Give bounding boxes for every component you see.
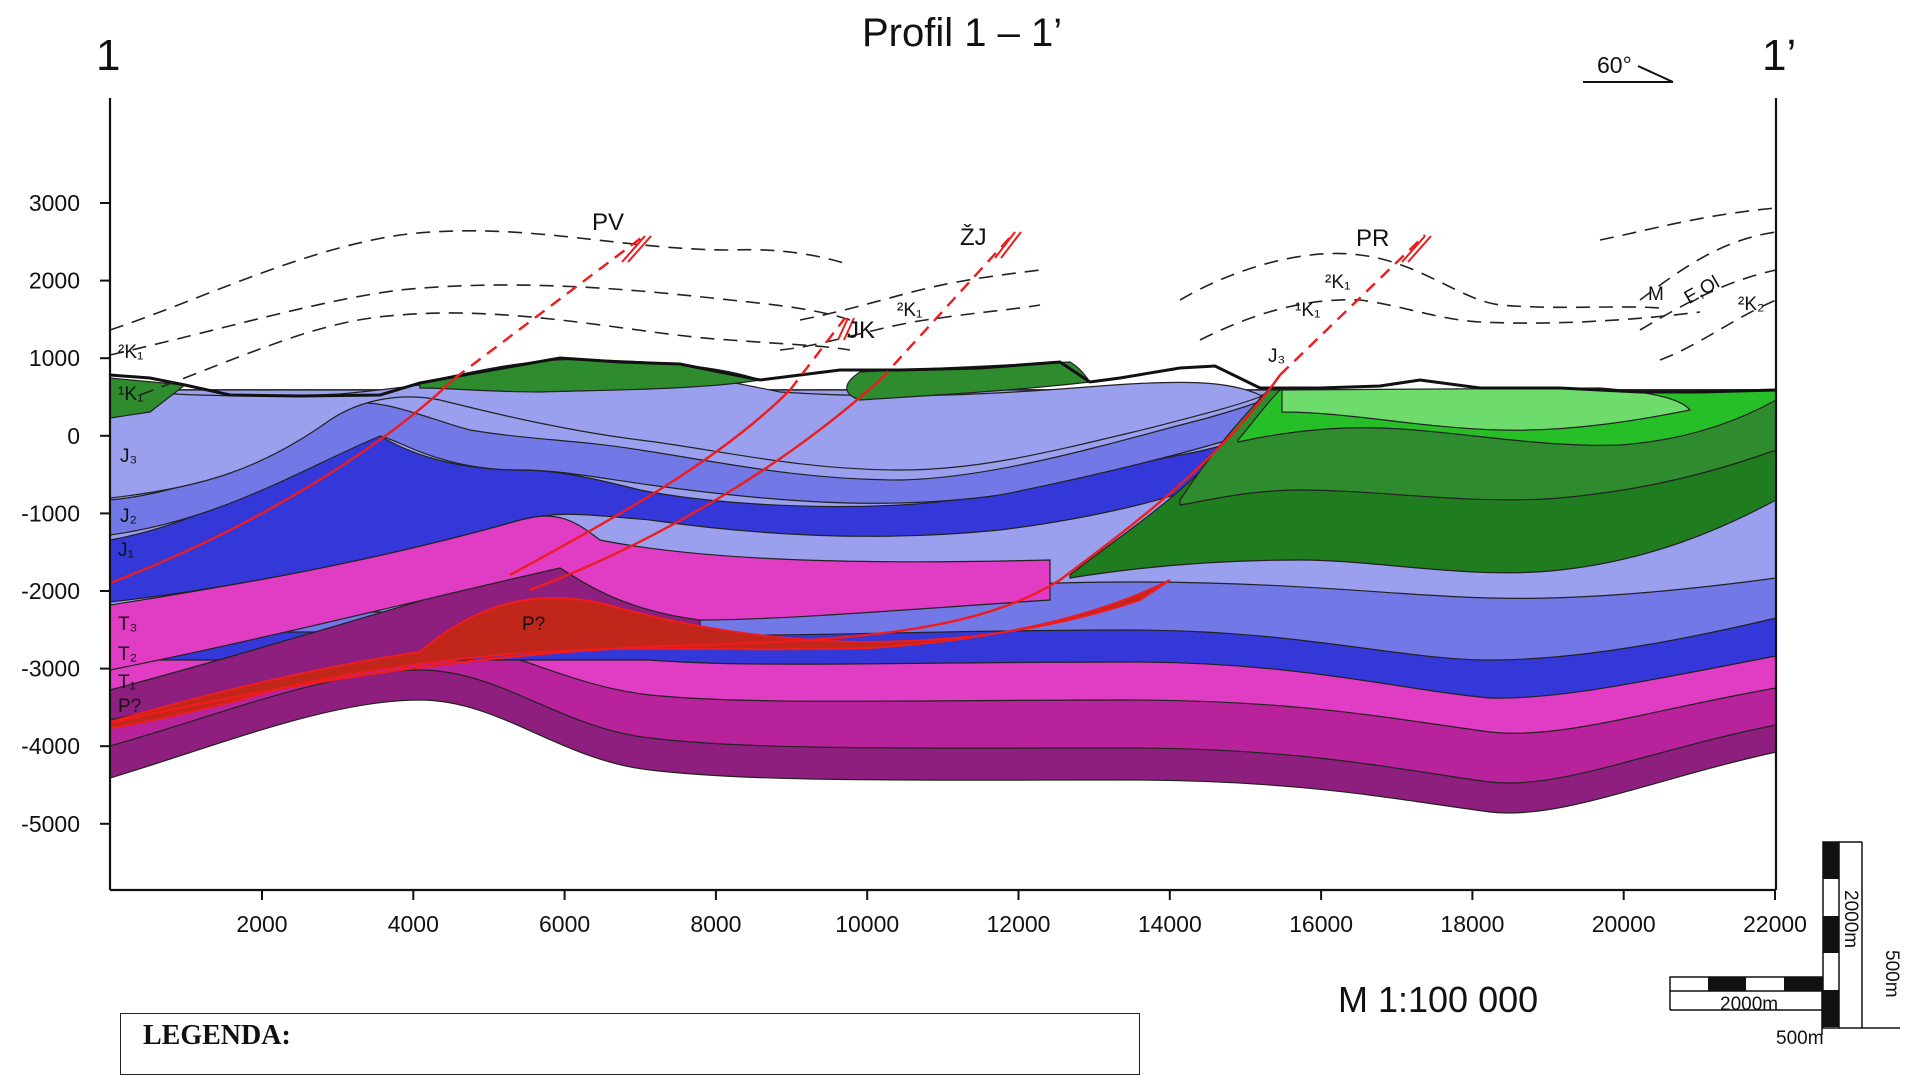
x-tick-label: 2000 (236, 911, 287, 937)
y-tick-label: -4000 (21, 733, 80, 759)
unit-label-j3-right: J₃ (1268, 346, 1285, 367)
fault-pr (109, 374, 1281, 725)
x-tick-label: 12000 (987, 911, 1051, 937)
x-tick-labels: 2000 4000 6000 8000 10000 12000 14000 16000 1800… (236, 911, 1807, 937)
fault-pr-dashed (1279, 234, 1426, 376)
x-tick-label: 14000 (1138, 911, 1202, 937)
dip-indicator: 60° (1583, 52, 1674, 83)
fault-label-jk: JK (847, 317, 875, 344)
profile-start-label: 1 (96, 31, 120, 80)
y-tick-label: -1000 (21, 500, 80, 526)
unit-label-t2-left: T₂ (118, 644, 137, 665)
unit-label-k1-left: ¹K₁ (118, 384, 143, 405)
layer-j2-left (109, 399, 1266, 536)
unit-label-k2-left: ²K₁ (118, 342, 143, 363)
fault-label-pr: PR (1356, 225, 1389, 252)
horizontal-scale-500-label: 500m (1776, 1028, 1824, 1047)
profile-title: Profil 1 – 1’ (862, 11, 1062, 55)
topographic-surface (109, 356, 1777, 398)
x-tick-marks (261, 890, 1776, 900)
unit-label-k2-mid: ²K₁ (897, 300, 922, 321)
map-scale-text: M 1:100 000 (1338, 979, 1538, 1020)
x-tick-label: 18000 (1440, 911, 1504, 937)
y-tick-marks (100, 202, 110, 825)
layer-j1-left (109, 428, 1262, 603)
unit-label-eol: E,Ol (1681, 272, 1724, 309)
x-tick-label: 6000 (539, 911, 590, 937)
fault-jk-dashed (789, 317, 846, 391)
y-tick-label: -3000 (21, 656, 80, 682)
unit-label-t1-left: T₁ (118, 672, 136, 693)
unit-label-k2-right: ²K₁ (1325, 272, 1350, 293)
x-tick-label: 22000 (1743, 911, 1807, 937)
legend-box: LEGENDA: (120, 1013, 1140, 1075)
y-tick-label: 3000 (29, 190, 80, 216)
x-tick-label: 16000 (1289, 911, 1353, 937)
fault-label-zj: ŽJ (960, 224, 987, 251)
horizontal-scale-2000-label: 2000m (1720, 994, 1778, 1015)
y-tick-label: -5000 (21, 811, 80, 837)
unit-label-p-left: P? (118, 696, 141, 717)
x-tick-label: 10000 (835, 911, 899, 937)
fault-arrows (621, 231, 1432, 341)
fault-pv-dashed (454, 234, 646, 379)
y-tick-label: 1000 (29, 345, 80, 371)
unit-label-t3-left: T₃ (118, 614, 137, 635)
layer-permian (109, 579, 1171, 730)
unit-label-j3-left: J₃ (120, 446, 137, 467)
x-tick-label: 20000 (1592, 911, 1656, 937)
vertical-scale-2000-label: 2000m (1840, 890, 1861, 948)
vertical-scale-500-label: 500m (1881, 950, 1902, 998)
unit-label-k1-right: ¹K₁ (1295, 300, 1320, 321)
fault-zj (529, 379, 881, 592)
horizontal-scale-bar: 2000m 500m (1669, 976, 1824, 1047)
unit-label-j1-left: J₁ (118, 540, 134, 561)
y-tick-label: 0 (67, 423, 80, 449)
fault-label-pv: PV (592, 209, 624, 236)
profile-end-label: 1’ (1762, 31, 1796, 80)
fault-zj-dashed (879, 231, 1016, 381)
eroded-strata-lines (109, 207, 1777, 396)
unit-label-m: M (1648, 284, 1664, 305)
y-tick-label: 2000 (29, 268, 80, 294)
unit-label-k2-upper: ²K₂ (1738, 294, 1764, 315)
x-tick-label: 4000 (388, 911, 439, 937)
fault-pv (109, 377, 456, 585)
x-tick-label: 8000 (690, 911, 741, 937)
layer-cretaceous-light (1281, 387, 1692, 431)
fault-jk (509, 389, 791, 577)
dip-label: 60° (1597, 52, 1632, 78)
y-tick-labels: 3000 2000 1000 0 -1000 -2000 -3000 -4000 -5000 (21, 190, 80, 837)
unit-label-p-center: P? (522, 614, 545, 635)
strata-layers (109, 207, 1777, 814)
y-tick-label: -2000 (21, 578, 80, 604)
legend-title: LEGENDA: (143, 1020, 291, 1051)
axes (108, 98, 1778, 892)
unit-label-j2-left: J₂ (120, 506, 137, 527)
vertical-scale-bar: 2000m 500m (1822, 841, 1902, 1029)
geological-cross-section: Profil 1 – 1’ 1 1’ 60° (21, 11, 1902, 1047)
faults (109, 231, 1426, 725)
